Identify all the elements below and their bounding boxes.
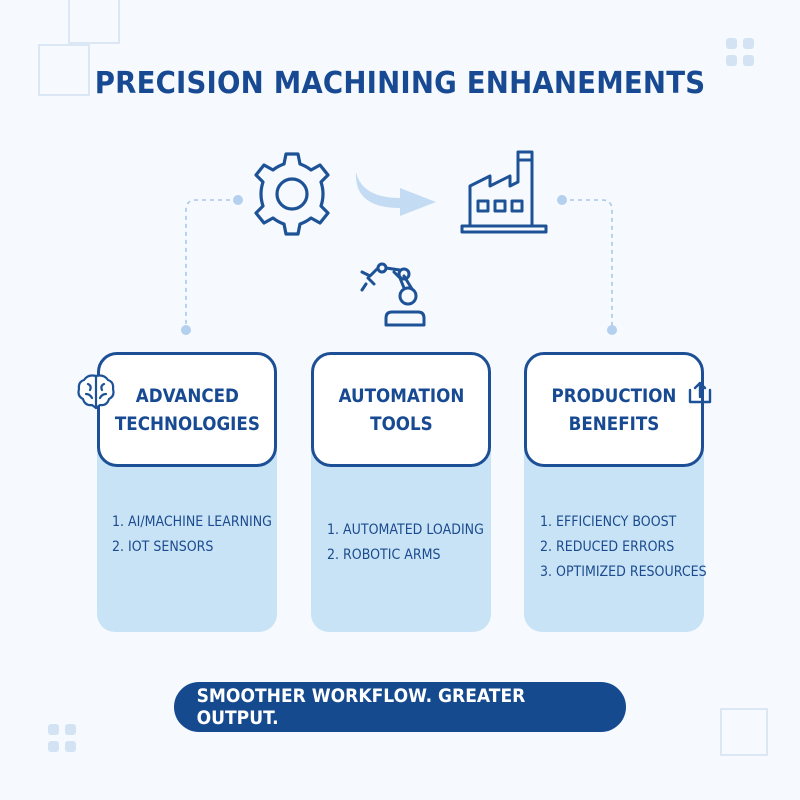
list-item: 2. REDUCED ERRORS [540, 539, 675, 555]
decor-square-top-left-2 [68, 0, 120, 44]
robotic-arm-icon [360, 262, 426, 327]
card-automation-tools-title: AUTOMATION TOOLS [338, 384, 464, 435]
decor-square-bottom-right [720, 708, 768, 756]
decor-square-top-left-1 [38, 44, 90, 96]
card-advanced-technologies-title: ADVANCED TECHNOLOGIES [114, 384, 260, 435]
list-item: 1. AUTOMATED LOADING [327, 522, 484, 538]
connector-left-dot-bottom [181, 325, 191, 335]
card-advanced-technologies-header: ADVANCED TECHNOLOGIES [97, 352, 277, 467]
card-automation-tools-header: AUTOMATION TOOLS [311, 352, 491, 467]
list-item: 1. AI/MACHINE LEARNING [112, 514, 272, 530]
arrow-right-icon [355, 172, 436, 216]
list-item: 2. IOT SENSORS [112, 539, 214, 555]
decor-dots-bottom-left [48, 724, 76, 752]
factory-icon [460, 150, 548, 234]
card-production-benefits-list: 1. EFFICIENCY BOOST 2. REDUCED ERRORS 3.… [540, 510, 725, 585]
connector-right-dot-top [557, 195, 567, 205]
export-icon [688, 381, 712, 404]
list-item: 1. EFFICIENCY BOOST [540, 514, 677, 530]
card-advanced-technologies-list: 1. AI/MACHINE LEARNING 2. IOT SENSORS [112, 510, 290, 560]
card-production-benefits-header: PRODUCTION BENEFITS [524, 352, 704, 467]
connector-right [562, 199, 613, 328]
tagline-banner: SMOOTHER WORKFLOW. GREATER OUTPUT. [174, 682, 626, 732]
gear-icon [254, 152, 330, 236]
connector-right-dot-bottom [607, 325, 617, 335]
list-item: 3. OPTIMIZED RESOURCES [540, 564, 707, 580]
card-automation-tools-list: 1. AUTOMATED LOADING 2. ROBOTIC ARMS [327, 518, 501, 568]
brain-icon [77, 374, 115, 410]
page-title: PRECISION MACHINING ENHANEMENTS [94, 66, 706, 101]
connector-left [185, 199, 238, 328]
decor-dots-top-right [726, 38, 754, 66]
card-production-benefits-title: PRODUCTION BENEFITS [551, 384, 677, 435]
connector-left-dot-top [233, 195, 243, 205]
list-item: 2. ROBOTIC ARMS [327, 547, 441, 563]
tagline-text: SMOOTHER WORKFLOW. GREATER OUTPUT. [196, 685, 526, 729]
